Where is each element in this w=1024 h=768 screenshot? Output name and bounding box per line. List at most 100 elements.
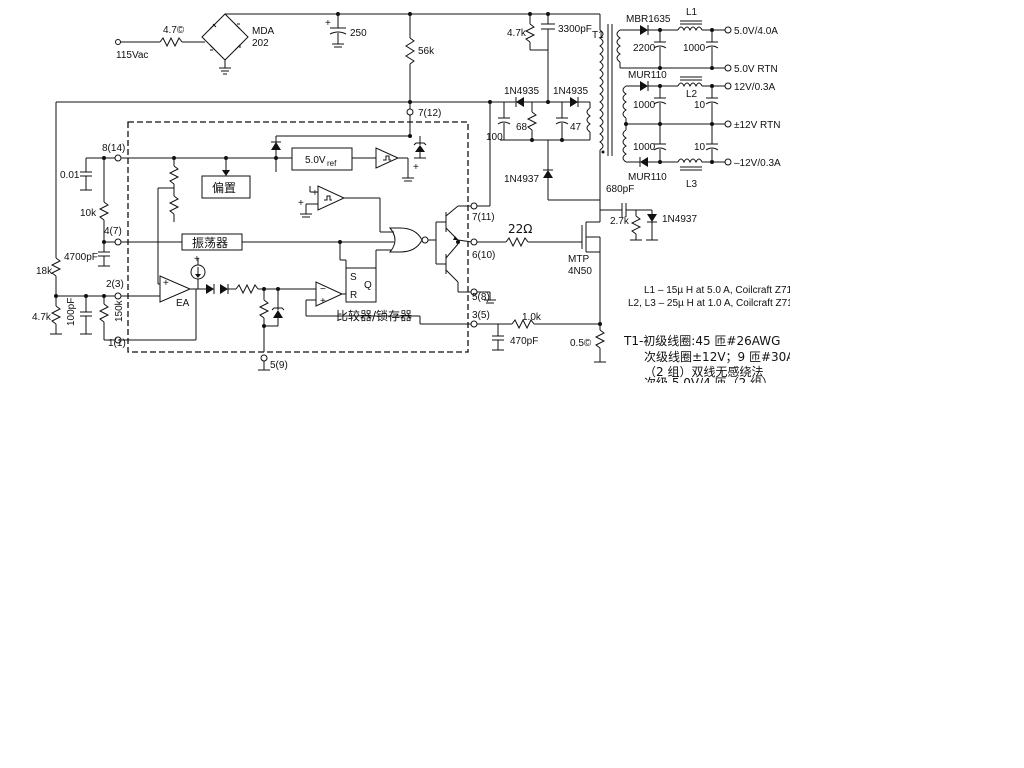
output-12v-return: ±12V RTN: [624, 118, 780, 131]
out-minus12v-label: –12V/0.3A: [734, 158, 781, 169]
r68-label: 68: [516, 122, 528, 133]
t1-note-line1: T1-初级线圈:45 匝#26AWG: [623, 334, 780, 348]
out-5v-rtn-label: 5.0V RTN: [734, 64, 778, 75]
sr-q-label: Q: [364, 280, 372, 291]
pin7-label: 7(12): [418, 108, 441, 119]
c001-label: 0.01: [60, 170, 80, 181]
note-l23: L2, L3 – 25µ H at 1.0 A, Coilcraft Z715: [628, 298, 799, 309]
inductor-notes: L1 – 15µ H at 5.0 A, Coilcraft Z715 L2, …: [628, 285, 799, 309]
svg-text:+: +: [194, 254, 200, 265]
comp-latch-label: 比较器/锁存器: [336, 308, 412, 323]
osc-label: 振荡器: [192, 236, 228, 250]
mosfet-stage: MTP 4N50 22Ω 680pF 2.7k 1N4937 1.0k 4: [476, 184, 697, 363]
mur-a-label: MUR110: [628, 70, 667, 81]
c47-label: 47: [570, 122, 582, 133]
svg-text:−: −: [320, 284, 326, 295]
pin6-label: 6(10): [472, 250, 495, 261]
mbr-label: MBR1635: [626, 14, 671, 25]
bridge-label-b: 202: [252, 38, 269, 49]
out-12v-label: 12V/0.3A: [734, 82, 775, 93]
pin2-label: 2(3): [106, 279, 124, 290]
t1-note-line2: 次级线圈±12V；9 匝#30A: [644, 350, 795, 364]
svg-text:+: +: [325, 18, 331, 29]
ic-internals: 5.0V ref + 偏置 + +: [121, 102, 496, 371]
svg-text:+: +: [320, 296, 326, 307]
r22-label: 22Ω: [508, 222, 532, 236]
c1000a-label: 1000: [683, 43, 706, 54]
snubber-network: 4.7k 3300pF: [507, 12, 592, 104]
r-snub-label: 4.7k: [507, 28, 527, 39]
vref-block: [291, 147, 353, 171]
c4700-label: 4700pF: [64, 252, 98, 263]
sr-latch: [345, 267, 377, 303]
output-minus12v: 1000 10 –12V/0.3A MUR110 L3: [622, 124, 781, 190]
r27k-label: 2.7k: [610, 216, 630, 227]
r05-label: 0.5©: [570, 338, 592, 349]
svg-text:+: +: [298, 198, 304, 209]
sr-r-label: R: [350, 290, 357, 301]
vref-label: 5.0V: [305, 155, 326, 166]
r-start-label: 56k: [418, 46, 435, 57]
pin4-label: 4(7): [104, 226, 122, 237]
c1000b-label: 1000: [633, 100, 656, 111]
mtp-label-a: MTP: [568, 254, 589, 265]
r1k-label: 1.0k: [522, 312, 542, 323]
controller-ic-outline: [127, 121, 469, 353]
r-in-label: 4.7©: [163, 25, 185, 36]
c10a-label: 10: [694, 100, 706, 111]
bridge-rectifier: MDA 202: [201, 13, 410, 75]
left-external-network: 18k 4.7k 100pF 150k 2(3) 1(1) 8(14) 0: [32, 102, 126, 349]
mains-label: 115Vac: [116, 50, 148, 61]
t1-note-line3: （2 组）双线无感绕法: [644, 364, 763, 379]
d1n4937a-label: 1N4937: [504, 174, 539, 185]
l3-label: L3: [686, 179, 698, 190]
output-plus12v: MUR110 L2 1000 10 12V/0.3A: [622, 70, 775, 124]
c-snub-label: 3300pF: [558, 24, 592, 35]
c470-label: 470pF: [510, 336, 538, 347]
ea-label: EA: [176, 298, 190, 309]
l2-label: L2: [686, 89, 698, 100]
error-amp: [159, 275, 192, 303]
c680-label: 680pF: [606, 184, 634, 195]
pin1-label: 1(1): [108, 338, 126, 349]
transformer-notes: T1-初级线圈:45 匝#26AWG 次级线圈±12V；9 匝#30A （2 组…: [623, 334, 795, 390]
c10b-label: 10: [694, 142, 706, 153]
pin3-label: 3(5): [472, 310, 490, 321]
r47k-label: 4.7k: [32, 312, 52, 323]
bulk-capacitor: + 250: [325, 12, 367, 48]
r10k-label: 10k: [80, 208, 97, 219]
out-5v-label: 5.0V/4.0A: [734, 26, 778, 37]
bridge-label-a: MDA: [252, 26, 275, 37]
l1-label: L1: [686, 7, 698, 18]
svg-text:+: +: [312, 188, 318, 199]
d1n4935b-label: 1N4935: [553, 86, 588, 97]
c2200-label: 2200: [633, 43, 656, 54]
out-pm12-rtn-label: ±12V RTN: [734, 120, 780, 131]
c1000c-label: 1000: [633, 142, 656, 153]
pin7b-label: 7(11): [472, 212, 495, 223]
c100pf-label: 100pF: [66, 298, 77, 326]
c100-label: 100: [486, 132, 503, 143]
svg-text:+: +: [413, 162, 419, 173]
note-l1: L1 – 15µ H at 5.0 A, Coilcraft Z715: [644, 285, 798, 296]
pin8-label: 8(14): [102, 143, 125, 154]
svg-text:+: +: [163, 278, 169, 289]
pin5-label: 5(9): [270, 360, 288, 371]
bulk-cap-label: 250: [350, 28, 367, 39]
vref-sub-label: ref: [327, 159, 337, 168]
d1n4935a-label: 1N4935: [504, 86, 539, 97]
t1-label: T1: [592, 30, 604, 41]
r18k-label: 18k: [36, 266, 53, 277]
mains-input: 4.7© 115Vac: [115, 25, 205, 61]
r150k-label: 150k: [114, 299, 125, 322]
d1n4937b-label: 1N4937: [662, 214, 697, 225]
pin5b-label: 5(8): [472, 292, 490, 303]
sr-s-label: S: [350, 272, 357, 283]
aux-winding-supply: 1N4935 1N4935 100 68 47 1N4937: [56, 86, 600, 201]
mtp-label-b: 4N50: [568, 266, 592, 277]
mur-b-label: MUR110: [628, 172, 667, 183]
output-5v: MBR1635 L1 2200 1000 5.0V/4.0A 5.0V RTN: [616, 7, 778, 75]
transformer-t1: T1: [592, 24, 613, 201]
